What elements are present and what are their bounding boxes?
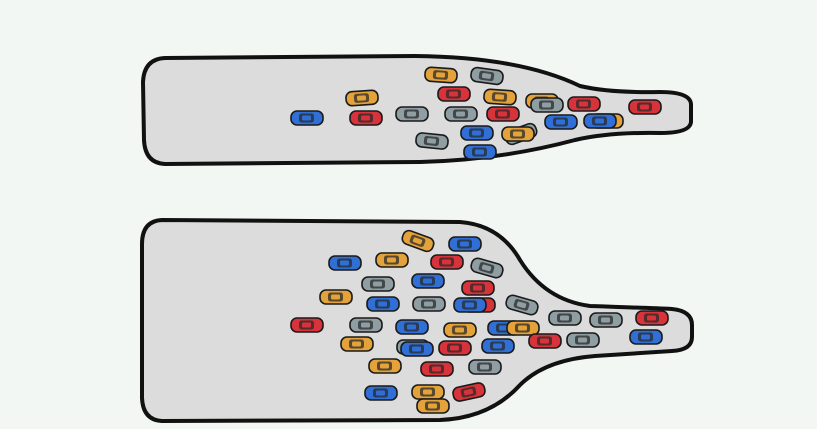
frame-edge xyxy=(817,0,825,435)
car-blue xyxy=(545,115,577,129)
car-orange xyxy=(502,127,534,141)
car-orange xyxy=(484,89,517,105)
frame-bottom xyxy=(0,429,825,435)
car-orange xyxy=(412,385,444,399)
car-red xyxy=(439,341,471,355)
car-blue xyxy=(367,297,399,311)
car-blue xyxy=(461,126,493,140)
car-gray xyxy=(362,277,394,291)
car-blue xyxy=(412,274,444,288)
car-red xyxy=(350,111,382,125)
car-orange xyxy=(507,321,539,335)
car-blue xyxy=(454,298,486,312)
car-blue xyxy=(630,330,662,344)
car-gray xyxy=(350,318,382,332)
car-red xyxy=(487,107,519,121)
car-orange xyxy=(320,290,352,304)
car-gray xyxy=(415,132,448,149)
car-blue xyxy=(482,339,514,353)
car-gray xyxy=(469,360,501,374)
car-blue xyxy=(401,342,433,356)
car-blue xyxy=(449,237,481,251)
car-red xyxy=(431,255,463,269)
car-gray xyxy=(531,98,563,112)
car-gray xyxy=(413,297,445,311)
car-gray xyxy=(549,311,581,325)
car-red xyxy=(421,362,453,376)
car-red xyxy=(568,97,600,111)
car-orange xyxy=(376,253,408,267)
car-red xyxy=(438,87,470,101)
car-red xyxy=(462,281,494,295)
car-orange xyxy=(425,67,458,83)
car-blue xyxy=(291,111,323,125)
car-blue xyxy=(464,145,496,159)
car-gray xyxy=(445,107,477,121)
car-orange xyxy=(346,90,379,106)
car-red xyxy=(529,334,561,348)
car-blue xyxy=(396,320,428,334)
car-orange xyxy=(341,337,373,351)
car-gray xyxy=(396,107,428,121)
car-gray xyxy=(567,333,599,347)
car-orange xyxy=(369,359,401,373)
car-blue xyxy=(365,386,397,400)
car-orange xyxy=(417,399,449,413)
car-red xyxy=(291,318,323,332)
car-red xyxy=(629,100,661,114)
car-gray xyxy=(590,313,622,327)
car-blue xyxy=(584,114,616,128)
car-red xyxy=(636,311,668,325)
car-blue xyxy=(329,256,361,270)
car-orange xyxy=(444,323,476,337)
